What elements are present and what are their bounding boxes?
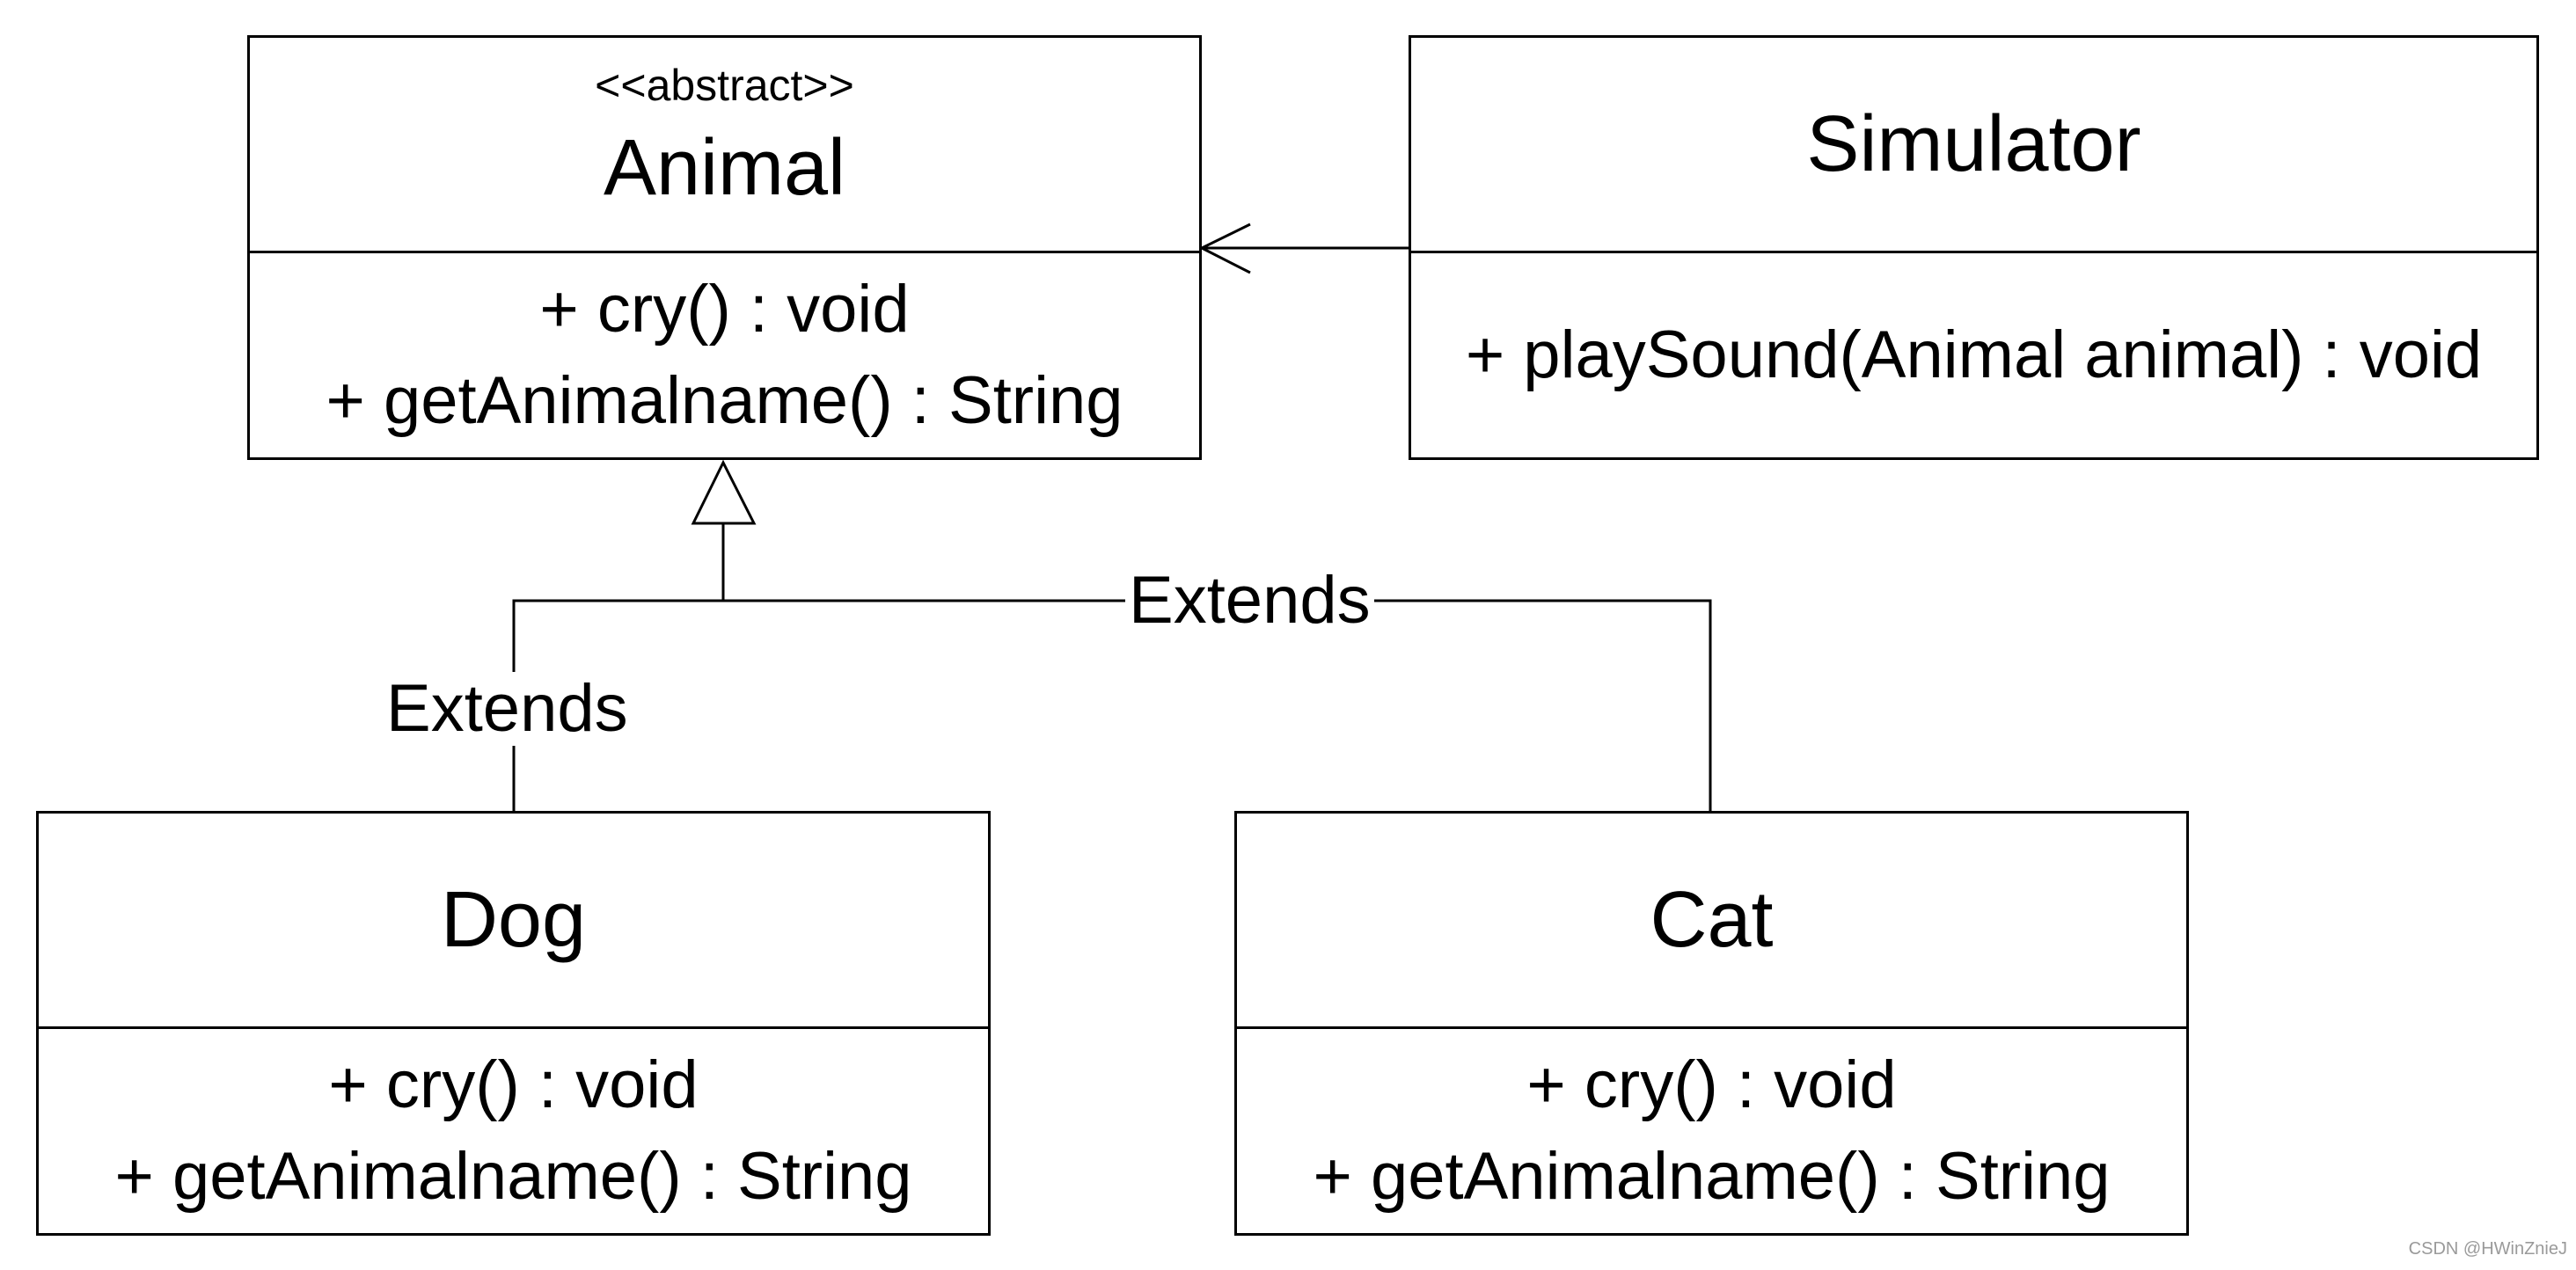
class-animal-stereotype: <<abstract>> [595,61,854,110]
class-cat[interactable]: Cat + cry() : void + getAnimalname() : S… [1234,811,2189,1236]
class-animal-operation: + cry() : void [539,272,910,347]
class-dog-operation: + cry() : void [328,1047,699,1122]
class-simulator-header: Simulator [1411,38,2536,253]
class-cat-name: Cat [1650,876,1774,964]
class-cat-header: Cat [1237,814,2186,1029]
dog-extends-label: Extends [383,672,632,746]
class-simulator-operation: + playSound(Animal animal) : void [1465,318,2483,392]
class-cat-operations: + cry() : void + getAnimalname() : Strin… [1237,1029,2186,1233]
class-dog-operations: + cry() : void + getAnimalname() : Strin… [39,1029,988,1233]
class-animal-name: Animal [603,124,846,212]
class-dog-name: Dog [440,876,587,964]
class-animal-operations: + cry() : void + getAnimalname() : Strin… [250,253,1199,457]
inheritance-triangle-icon [691,459,757,525]
class-cat-operation: + getAnimalname() : String [1313,1139,2111,1214]
class-cat-operation: + cry() : void [1526,1047,1897,1122]
cat-generalization-line [723,599,1712,811]
class-dog-header: Dog [39,814,988,1029]
class-animal[interactable]: <<abstract>> Animal + cry() : void + get… [247,35,1202,460]
cat-extends-label: Extends [1125,564,1374,638]
class-animal-operation: + getAnimalname() : String [326,363,1123,438]
open-arrowhead-icon [1198,223,1251,274]
watermark: CSDN @HWinZnieJ [2408,1239,2567,1259]
class-simulator-name: Simulator [1806,100,2141,188]
class-animal-header: <<abstract>> Animal [250,38,1199,253]
class-dog-operation: + getAnimalname() : String [114,1139,912,1214]
class-simulator[interactable]: Simulator + playSound(Animal animal) : v… [1409,35,2539,460]
class-dog[interactable]: Dog + cry() : void + getAnimalname() : S… [36,811,991,1236]
class-simulator-operations: + playSound(Animal animal) : void [1411,253,2536,457]
